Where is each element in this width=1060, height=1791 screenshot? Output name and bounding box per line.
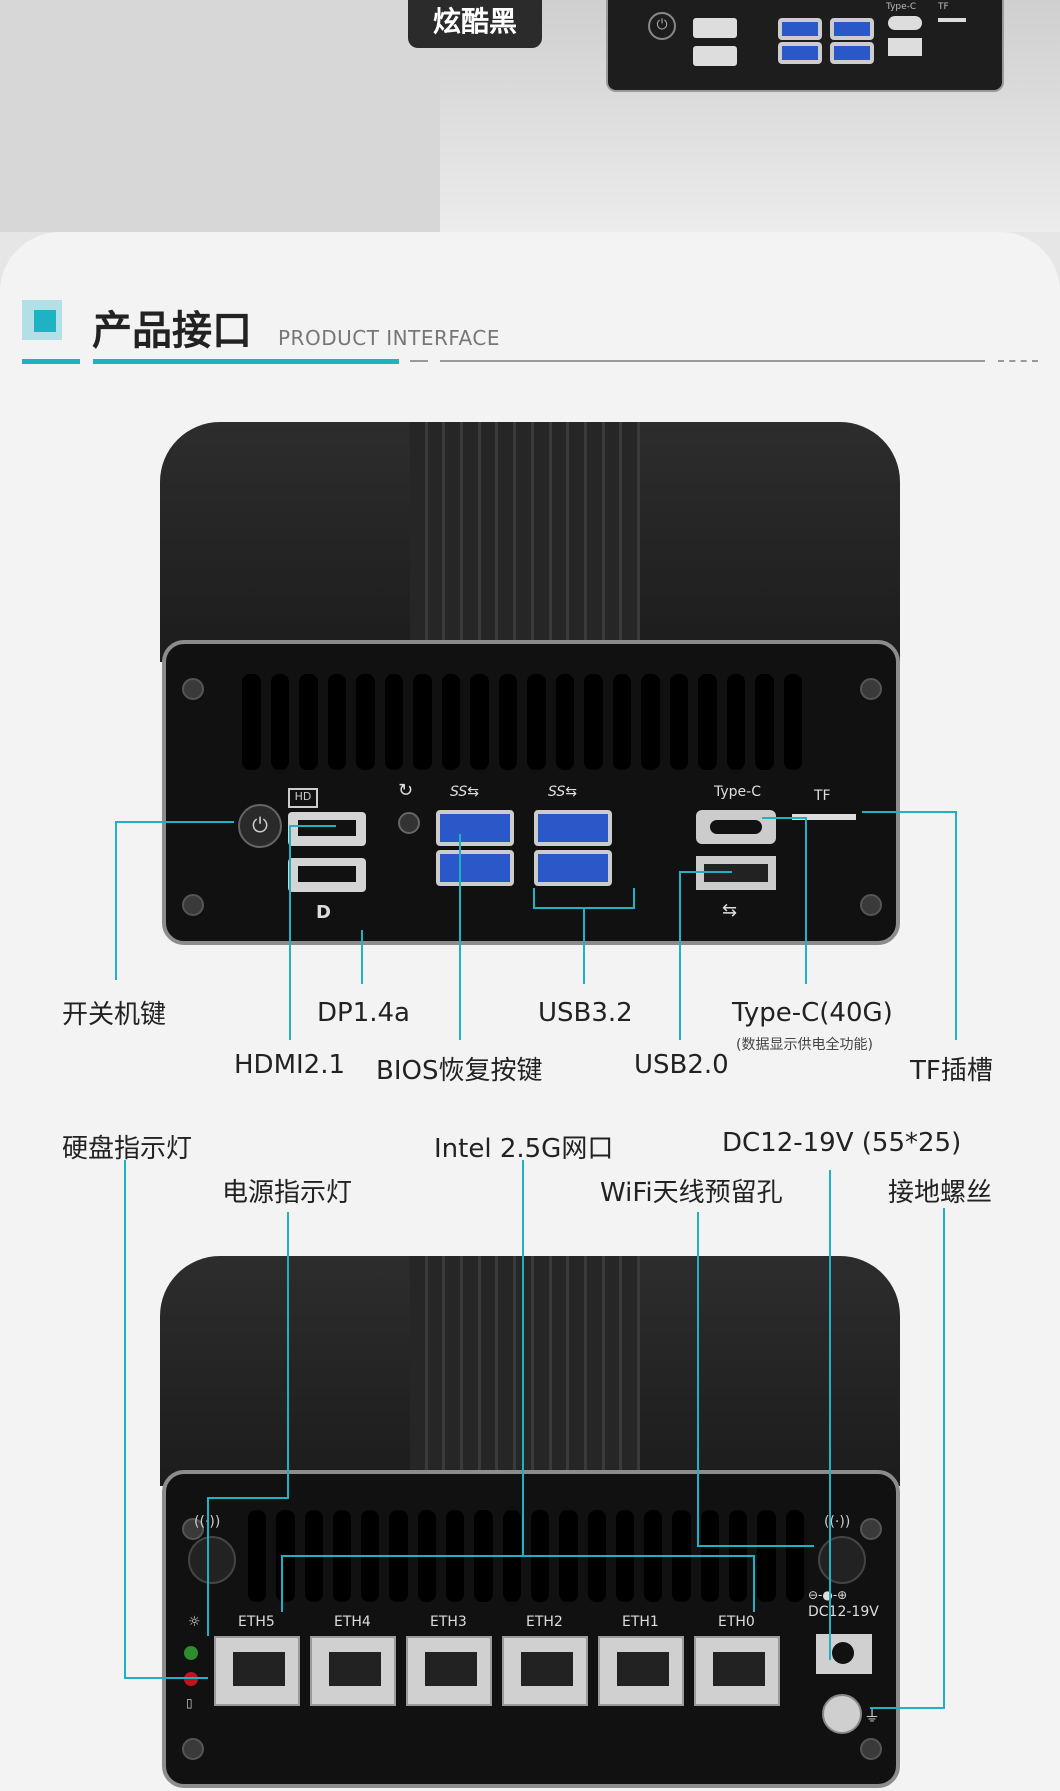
mini-typec-port [888,16,922,30]
mini-usb2-port [888,38,922,56]
hdd-icon: ▯ [186,1696,193,1710]
mini-tf-slot [938,18,966,22]
mini-usb3-port-1 [778,18,822,40]
header-rule [440,360,985,362]
dc-mark: DC12-19V [808,1604,879,1620]
wifi-antenna-hole-left [188,1536,236,1584]
label-lan: Intel 2.5G网口 [434,1134,614,1164]
ethernet-port [406,1636,492,1706]
header-inner-square-icon [34,310,56,332]
ethernet-row: ETH5 ETH4 ETH3 ETH2 ETH1 ETH0 [214,1614,790,1724]
ss-usb-icon: SS⇆ [450,784,480,800]
front-vent [242,674,802,770]
label-hdd-led: 硬盘指示灯 [62,1134,193,1164]
mini-dp-port [693,46,737,66]
dp-icon: D [316,902,331,923]
eth-port-label: ETH2 [526,1614,563,1630]
section-subtitle: PRODUCT INTERFACE [278,326,500,350]
dp-port [288,858,366,892]
typec-mark: Type-C [714,784,761,800]
usb3-port [436,810,514,846]
front-device-top [160,422,900,662]
screw-icon [182,1518,204,1540]
color-tag: 炫酷黑 [408,0,542,48]
label-typec: Type-C(40G) [732,998,893,1028]
typec-port [696,810,776,844]
heatsink-fins [410,1256,640,1486]
front-device-panel: ⏻ HD D ↻ SS⇆ SS⇆ Type-C TF ⇆ [162,640,900,945]
ethernet-port [310,1636,396,1706]
bios-reset-icon: ↻ [398,780,414,801]
rear-device-top [160,1256,900,1486]
ethernet-port [214,1636,300,1706]
label-wifi: WiFi天线预留孔 [600,1178,783,1208]
mini-power-icon: ⏻ [648,12,676,40]
wifi-antenna-hole-right [818,1536,866,1584]
label-typec-note: (数据显示供电全功能) [736,1037,873,1053]
label-usb32: USB3.2 [538,998,633,1028]
dc-polarity-icon: ⊖-●-⊕ [808,1588,848,1602]
label-ground: 接地螺丝 [888,1178,993,1208]
screw-icon [860,1738,882,1760]
header-underline-short [22,359,80,364]
label-power-led: 电源指示灯 [222,1178,353,1208]
header-dashed-rule [998,360,1038,364]
hd-icon: HD [288,788,318,808]
label-bios: BIOS恢复按键 [376,1056,543,1086]
power-led [184,1646,198,1660]
ground-icon: ⏚ [864,1706,881,1725]
header-underline-long [93,359,399,364]
eth-port-label: ETH3 [430,1614,467,1630]
label-usb20: USB2.0 [634,1050,729,1080]
screw-icon [182,894,204,916]
usb3-port [534,810,612,846]
screw-icon [860,678,882,700]
heatsink-fins [410,422,640,662]
screw-icon [182,678,204,700]
screw-icon [860,894,882,916]
screw-icon [182,1738,204,1760]
eth-port-label: ETH1 [622,1614,659,1630]
eth-port-label: ETH5 [238,1614,275,1630]
label-hdmi: HDMI2.1 [234,1050,346,1080]
usb2-port [696,856,776,890]
mini-device-preview: ⏻ Type-C TF [606,0,1004,92]
eth-port-label: ETH4 [334,1614,371,1630]
label-dp: DP1.4a [317,998,410,1028]
mini-usb3-port-2 [778,42,822,64]
bios-reset-button[interactable] [398,812,420,834]
mini-hdmi-port [693,18,737,38]
dc-jack [816,1634,872,1674]
ethernet-port [502,1636,588,1706]
label-power-button: 开关机键 [62,1000,167,1030]
mini-usb3-port-3 [830,18,874,40]
ss-usb-icon: SS⇆ [548,784,578,800]
usb3-port [534,850,612,886]
label-dc: DC12-19V (55*25) [722,1128,962,1158]
mini-usb3-port-4 [830,42,874,64]
screw-icon [860,1518,882,1540]
ground-screw [822,1694,862,1734]
eth-port-label: ETH0 [718,1614,755,1630]
tf-slot [792,814,856,820]
ethernet-port [598,1636,684,1706]
label-tf: TF插槽 [910,1056,993,1086]
usb-icon: ⇆ [722,900,738,921]
section-title: 产品接口 [92,308,252,354]
power-led-icon: ☼ [188,1614,201,1630]
header-dash [410,360,428,362]
mini-tf-label: TF [938,2,949,12]
tf-mark: TF [814,788,831,804]
mini-typec-label: Type-C [886,2,917,12]
rear-vent [248,1510,804,1602]
hdmi-port [288,812,366,846]
ethernet-port [694,1636,780,1706]
power-button[interactable]: ⏻ [238,804,282,848]
usb3-port [436,850,514,886]
